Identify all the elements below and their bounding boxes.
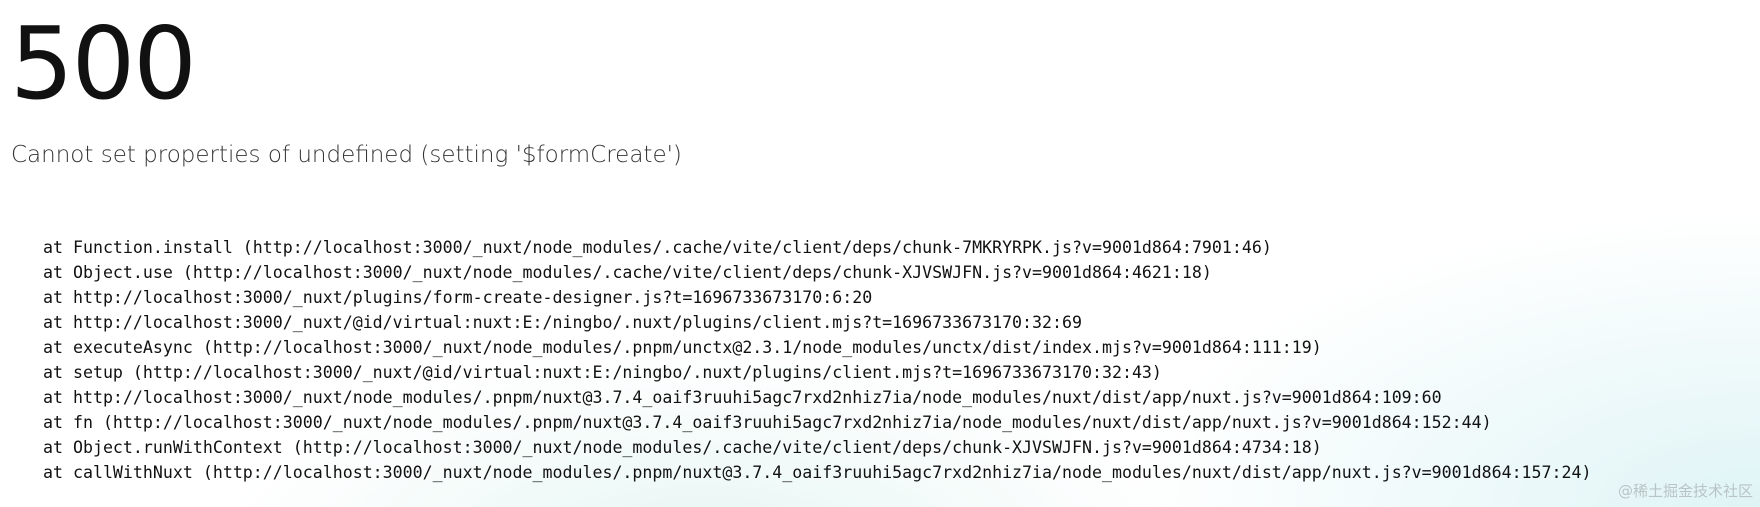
stack-trace-line: at setup (http://localhost:3000/_nuxt/@i… <box>43 363 1162 382</box>
error-status-code: 500 <box>10 5 197 122</box>
stack-trace-line: at Object.use (http://localhost:3000/_nu… <box>43 263 1212 282</box>
stack-trace: at Function.install (http://localhost:30… <box>43 235 1592 485</box>
stack-trace-line: at http://localhost:3000/_nuxt/node_modu… <box>43 388 1442 407</box>
stack-trace-line: at executeAsync (http://localhost:3000/_… <box>43 338 1322 357</box>
error-message: Cannot set properties of undefined (sett… <box>11 142 682 168</box>
stack-trace-line: at Object.runWithContext (http://localho… <box>43 438 1322 457</box>
stack-trace-line: at http://localhost:3000/_nuxt/plugins/f… <box>43 288 873 307</box>
stack-trace-line: at http://localhost:3000/_nuxt/@id/virtu… <box>43 313 1082 332</box>
watermark: @稀土掘金技术社区 <box>1617 482 1753 500</box>
stack-trace-line: at callWithNuxt (http://localhost:3000/_… <box>43 463 1592 482</box>
stack-trace-line: at Function.install (http://localhost:30… <box>43 238 1272 257</box>
stack-trace-line: at fn (http://localhost:3000/_nuxt/node_… <box>43 413 1492 432</box>
